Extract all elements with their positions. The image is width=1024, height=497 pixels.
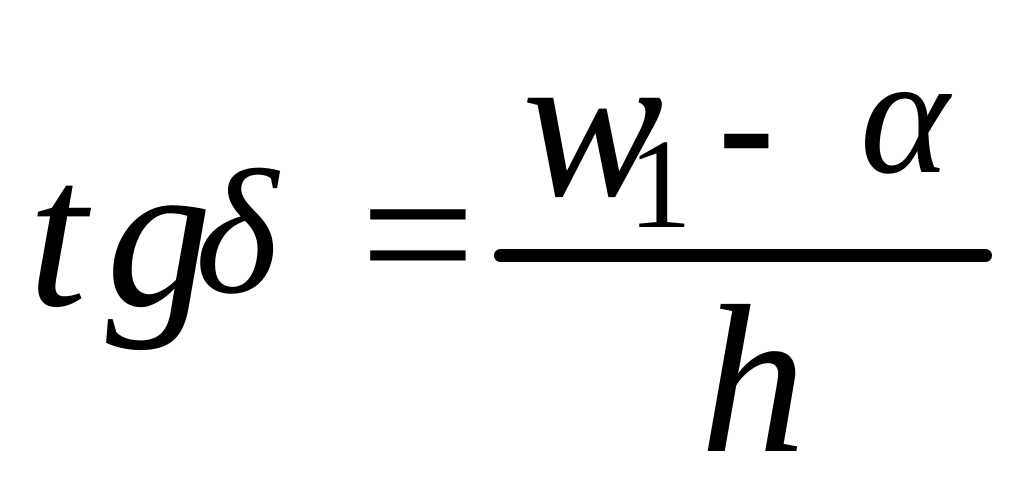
fraction-bar [494, 249, 992, 262]
numerator-minus-sign: - [718, 30, 775, 218]
denominator-h-letter: h [700, 262, 806, 497]
lhs-g-letter: g [106, 116, 212, 351]
numerator-w-letter: w [522, 6, 664, 241]
lhs-delta-symbol: δ [195, 133, 278, 331]
numerator-alpha-symbol: α [860, 21, 950, 209]
numerator-subscript-one: 1 [628, 113, 692, 255]
lhs-t-letter: t [28, 116, 87, 351]
equals-sign: = [360, 121, 476, 348]
